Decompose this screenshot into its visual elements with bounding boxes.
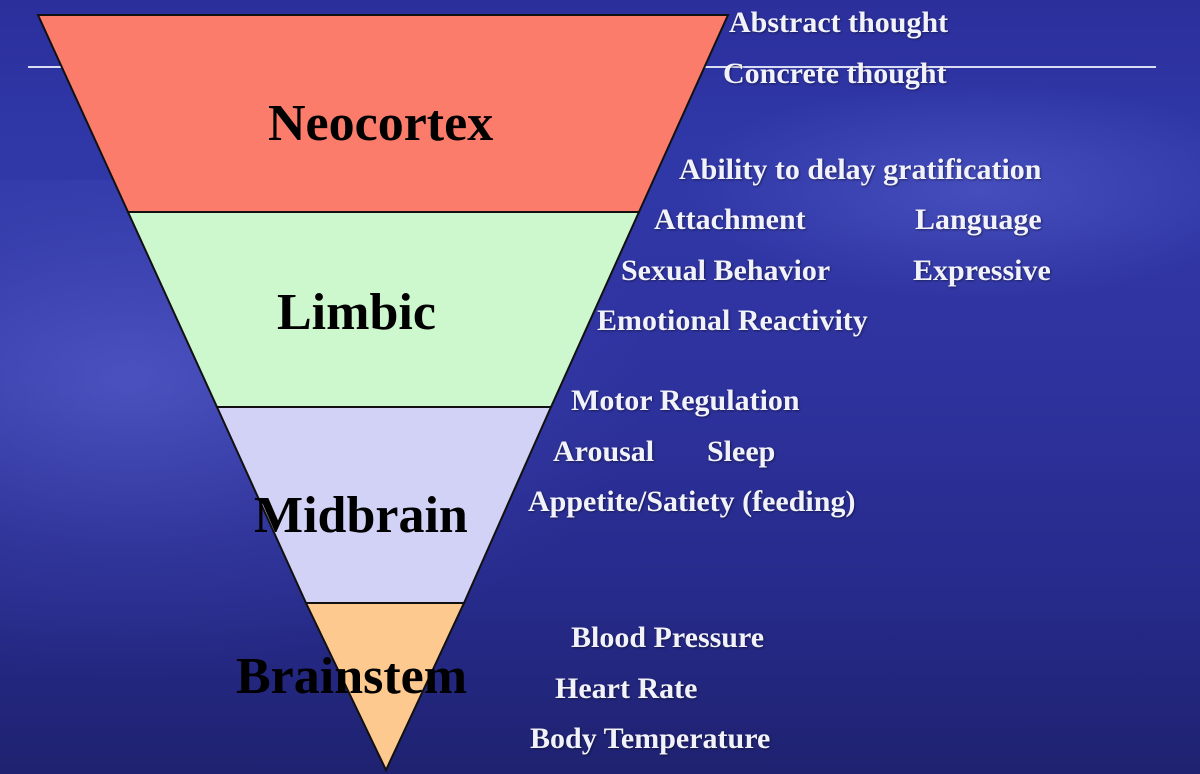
- function-heart-rate: Heart Rate: [555, 672, 698, 705]
- function-appetite-satiety: Appetite/Satiety (feeding): [528, 485, 856, 518]
- brainstem-band: [304, 602, 466, 773]
- function-sexual-behavior: Sexual Behavior: [621, 254, 831, 287]
- background-glow: [680, 80, 1200, 300]
- neocortex-label: Neocortex: [268, 95, 494, 152]
- function-motor-regulation: Motor Regulation: [571, 384, 800, 417]
- function-emotional-reactivity: Emotional Reactivity: [597, 304, 868, 337]
- function-abstract-thought: Abstract thought: [729, 6, 949, 39]
- function-expressive: Expressive: [913, 254, 1051, 287]
- brainstem-label: Brainstem: [236, 648, 468, 705]
- function-blood-pressure: Blood Pressure: [571, 621, 765, 654]
- function-language: Language: [915, 203, 1042, 236]
- function-concrete-thought: Concrete thought: [723, 57, 947, 90]
- limbic-label: Limbic: [277, 284, 436, 341]
- function-arousal: Arousal: [553, 435, 655, 468]
- function-delay-gratification: Ability to delay gratification: [679, 153, 1042, 186]
- midbrain-label: Midbrain: [254, 487, 468, 544]
- function-attachment: Attachment: [654, 203, 806, 236]
- function-sleep: Sleep: [707, 435, 776, 468]
- function-body-temperature: Body Temperature: [530, 722, 771, 755]
